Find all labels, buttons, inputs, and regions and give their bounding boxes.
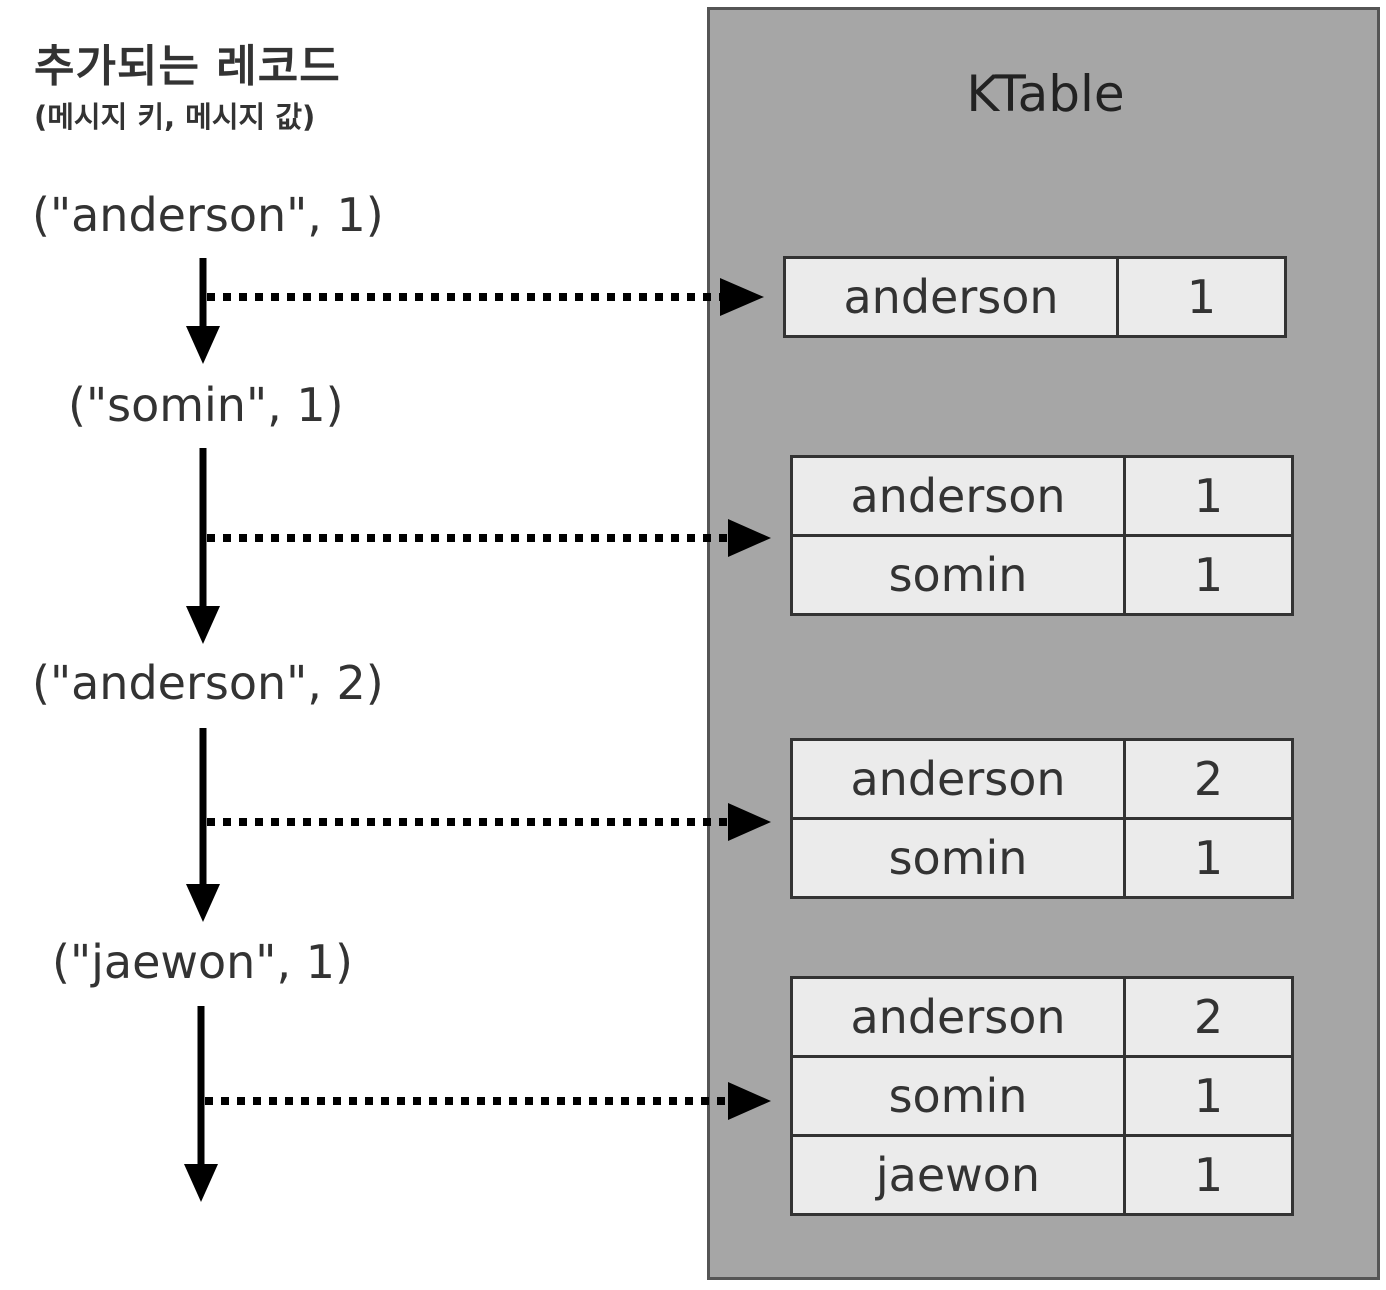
value-cell: 2: [1123, 976, 1294, 1058]
dotted-arrow: [207, 803, 771, 841]
down-arrow: [186, 728, 220, 922]
table-row: somin 1: [790, 817, 1294, 899]
header-subtitle: (메시지 키, 메시지 값): [34, 100, 316, 134]
ktable-state-3: anderson 2 somin 1: [790, 738, 1294, 899]
down-arrow: [186, 448, 220, 644]
value-cell: 1: [1123, 455, 1294, 537]
value-cell: 1: [1123, 1134, 1294, 1216]
ktable-state-4: anderson 2 somin 1 jaewon 1: [790, 976, 1294, 1216]
down-arrow: [184, 1006, 218, 1202]
table-row: anderson 1: [790, 455, 1294, 537]
dotted-arrow: [207, 278, 764, 316]
ktable-state-2: anderson 1 somin 1: [790, 455, 1294, 616]
dotted-arrow: [207, 519, 771, 557]
record-label: ("jaewon", 1): [52, 935, 353, 989]
key-cell: jaewon: [790, 1134, 1126, 1216]
record-label: ("anderson", 2): [32, 656, 384, 710]
table-row: somin 1: [790, 1055, 1294, 1137]
value-cell: 1: [1123, 1055, 1294, 1137]
table-row: anderson 1: [783, 256, 1287, 338]
key-cell: anderson: [790, 738, 1126, 820]
ktable-title: KTable: [966, 65, 1125, 123]
down-arrow: [186, 258, 220, 364]
table-row: somin 1: [790, 534, 1294, 616]
value-cell: 1: [1123, 534, 1294, 616]
key-cell: anderson: [790, 976, 1126, 1058]
key-cell: somin: [790, 817, 1126, 899]
value-cell: 1: [1123, 817, 1294, 899]
record-label: ("anderson", 1): [32, 188, 384, 242]
key-cell: somin: [790, 1055, 1126, 1137]
header-title: 추가되는 레코드: [34, 41, 341, 92]
table-row: jaewon 1: [790, 1134, 1294, 1216]
ktable-state-1: anderson 1: [783, 256, 1287, 338]
key-cell: anderson: [790, 455, 1126, 537]
table-row: anderson 2: [790, 738, 1294, 820]
dotted-arrow: [205, 1082, 771, 1120]
table-row: anderson 2: [790, 976, 1294, 1058]
record-label: ("somin", 1): [68, 378, 344, 432]
value-cell: 1: [1116, 256, 1287, 338]
key-cell: somin: [790, 534, 1126, 616]
key-cell: anderson: [783, 256, 1119, 338]
value-cell: 2: [1123, 738, 1294, 820]
